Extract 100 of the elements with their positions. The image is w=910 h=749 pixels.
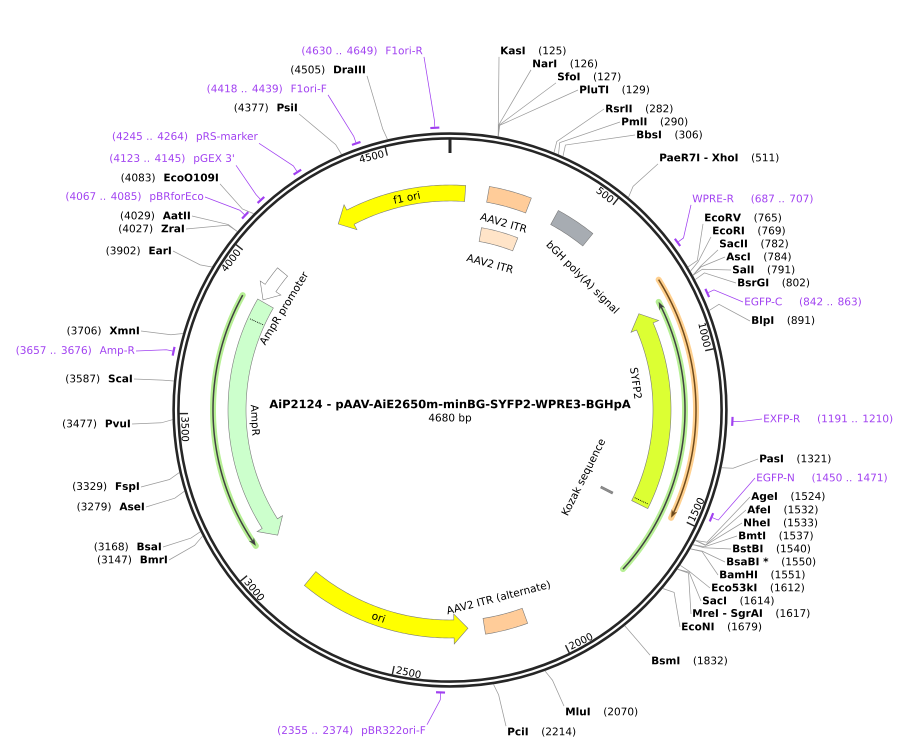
leader-line [192, 216, 238, 232]
leader-line [677, 568, 692, 614]
primer-mark [704, 288, 710, 298]
leader-line [328, 94, 356, 143]
primer-label: (4067 .. 4085) pBRforEco [66, 192, 204, 202]
primer-label: EGFP-C (842 .. 863) [745, 297, 861, 307]
leader-line [168, 536, 203, 560]
enzyme-label: NarI (126) [533, 59, 598, 69]
primer-mark [674, 238, 682, 247]
leader-line [690, 548, 718, 576]
enzyme-label: AfeI (1532) [747, 505, 818, 515]
leader-line [498, 90, 578, 137]
enzyme-label: SacII (782) [720, 239, 788, 249]
enzyme-label: BlpI (891) [752, 316, 814, 326]
leader-line [134, 378, 174, 382]
primer-mark [708, 512, 714, 522]
leader-line [708, 290, 744, 302]
enzyme-label: (4377) PsiI [234, 103, 297, 113]
primer-label: (4245 .. 4264) pRS-marker [112, 132, 258, 142]
enzyme-label: MluI (2070) [566, 707, 638, 717]
leader-line [204, 196, 245, 215]
enzyme-label: BsmI (1832) [652, 656, 727, 666]
tick-label: 500 [596, 186, 614, 202]
enzyme-label: BsaBI * (1550) [727, 557, 816, 567]
leader-line [692, 256, 726, 276]
leader-line [712, 478, 756, 521]
enzyme-label: (3279) AseI [78, 502, 144, 512]
leader-line [366, 76, 388, 140]
leader-line [558, 122, 620, 155]
leader-line [140, 330, 184, 336]
primer-mark [172, 346, 176, 356]
primer-label: (3657 .. 3676) Amp-R [16, 346, 134, 356]
leader-line [172, 250, 212, 268]
enzyme-label: (3477) PvuI [63, 419, 130, 429]
enzyme-label: PaeR7I - XhoI (511) [660, 153, 778, 163]
tick-label: 1500 [688, 498, 704, 522]
enzyme-label: (4083) EcoO109I [122, 173, 218, 183]
tick-label: 1000 [698, 322, 711, 347]
enzyme-label: AscI (784) [726, 252, 791, 262]
enzyme-label: PluTI (129) [580, 85, 649, 95]
primer-label: (4418 .. 4439) F1ori-F [208, 84, 326, 94]
primer-label: (2355 .. 2374) pBR322ori-F [278, 726, 426, 736]
tick-label: 2500 [396, 666, 421, 678]
feature-label: AAV2 ITR [480, 213, 526, 233]
enzyme-label: PmlI (290) [622, 117, 688, 127]
enzyme-label: EcoRI (769) [713, 226, 785, 236]
primer-mark [241, 211, 250, 220]
enzyme-label: EcoRV (765) [705, 213, 781, 223]
primer-mark [293, 168, 302, 176]
leader-line [690, 236, 712, 272]
leader-line [426, 693, 441, 726]
primer-mark [352, 140, 361, 146]
leader-line [424, 56, 436, 128]
enzyme-label: KasI (125) [501, 46, 566, 56]
enzyme-label: BmtI (1537) [739, 531, 813, 541]
leader-line [694, 496, 750, 543]
leader-line [733, 418, 762, 422]
enzyme-label: (4029) AatII [120, 211, 190, 221]
leader-line [721, 458, 758, 469]
leader-line [562, 134, 636, 157]
leader-line [220, 184, 254, 214]
enzyme-label: (3329) FspI [73, 482, 139, 492]
enzyme-label: BstBI (1540) [733, 544, 810, 554]
enzyme-label: PasI (1321) [760, 454, 830, 464]
leader-line [692, 544, 732, 550]
primer-mark [256, 196, 265, 204]
enzyme-label: NheI (1533) [744, 518, 818, 528]
leader-line [680, 564, 710, 588]
leader-line [677, 568, 702, 602]
enzyme-label: (3587) ScaI [66, 374, 132, 384]
leader-line [162, 531, 201, 548]
leader-line [692, 536, 738, 548]
enzyme-label: SacI (1614) [702, 596, 774, 606]
leader-line [140, 472, 180, 488]
enzyme-label: PciI (2214) [508, 727, 576, 737]
enzyme-label: MreI - SgrAI (1617) [693, 608, 810, 620]
enzyme-label: BsrGI (802) [738, 278, 810, 288]
primer-label: (4123 .. 4145) pGEX 3' [110, 154, 234, 164]
leader-line [136, 349, 173, 352]
enzyme-label: (3706) XmnI [68, 326, 139, 336]
leader-line [493, 684, 506, 726]
primer-mark [731, 416, 734, 426]
enzyme-label: SfoI (127) [558, 72, 620, 82]
enzyme-label: BbsI (306) [637, 130, 702, 140]
leader-line [678, 204, 692, 242]
enzyme-label: Eco53kI (1612) [712, 583, 804, 593]
enzyme-label: (4505) DraIII [291, 65, 365, 75]
primer-label: WPRE-R (687 .. 707) [692, 194, 813, 204]
enzyme-label: (3147) BmrI [98, 555, 167, 565]
enzyme-label: RsrII (282) [606, 104, 672, 114]
tick-label: 4500 [360, 150, 384, 162]
leader-line [132, 419, 173, 424]
leader-line [692, 268, 732, 276]
leader-line [236, 164, 261, 200]
primer-label: (4630 .. 4649) F1ori-R [302, 46, 422, 56]
enzyme-label: AgeI (1524) [751, 492, 824, 502]
primer-label: EXFP-R (1191 .. 1210) [764, 414, 892, 424]
leader-line [708, 304, 750, 322]
sequence-length: 4680 bp [428, 413, 472, 424]
leader-line [258, 142, 298, 172]
